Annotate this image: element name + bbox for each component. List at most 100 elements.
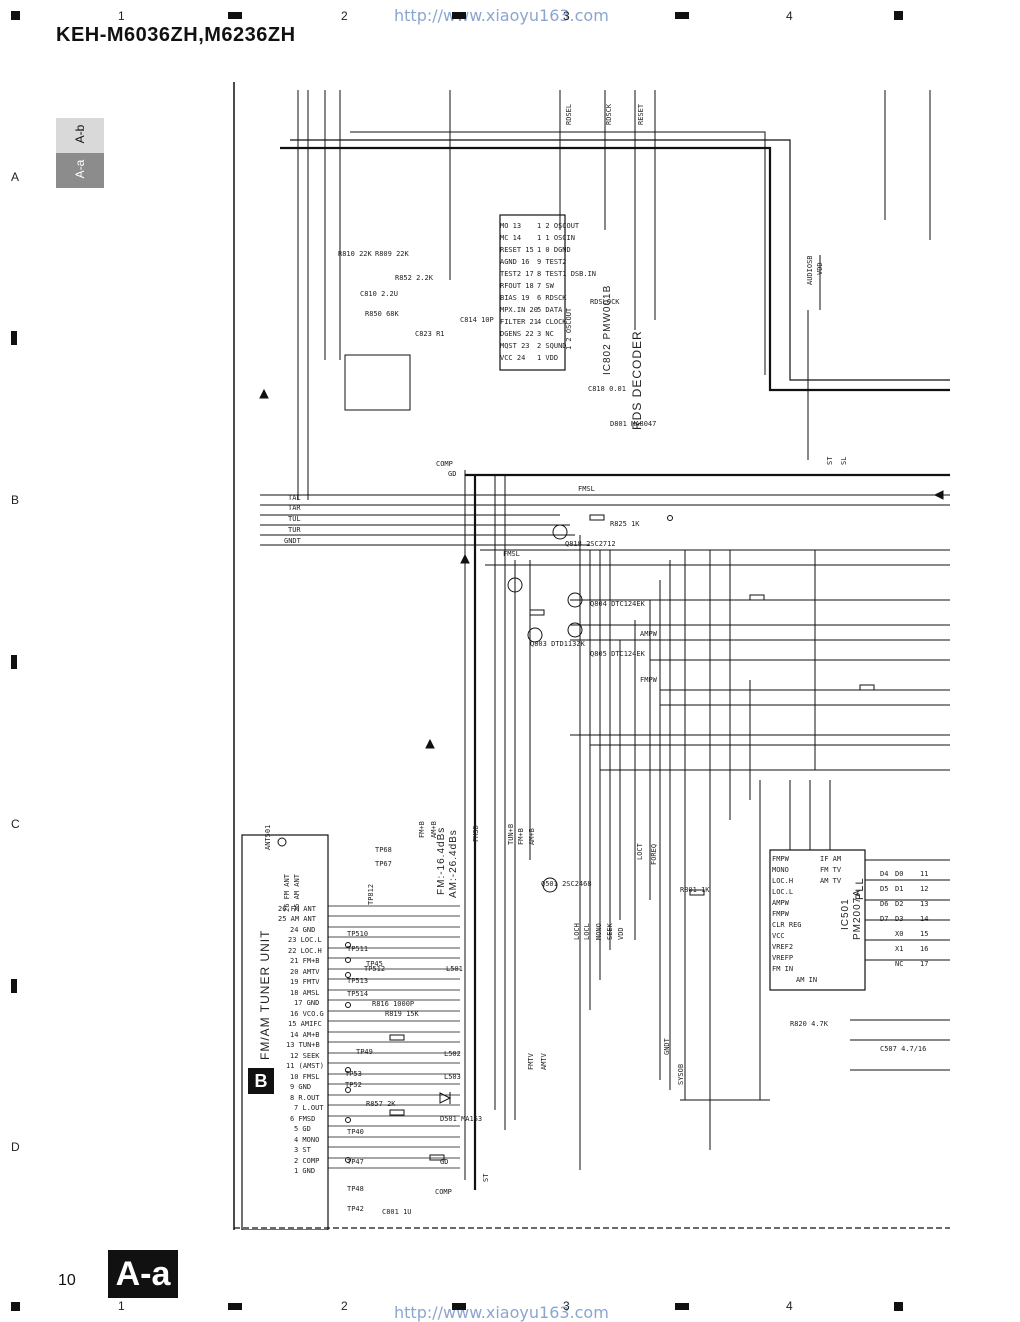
part-label: R825 1K <box>610 520 640 528</box>
net-label: GD <box>440 1158 449 1166</box>
part-label: Q818 2SC2712 <box>565 540 616 548</box>
side-pin: D7 <box>880 915 889 923</box>
rds-pin: 7 SW <box>537 282 554 290</box>
column-number: 4 <box>786 9 793 23</box>
corner-mark <box>894 11 903 20</box>
column-divider <box>452 12 466 19</box>
column-number: 1 <box>118 1299 125 1313</box>
column-number: 1 <box>118 9 125 23</box>
column-divider <box>452 1303 466 1310</box>
row-divider <box>11 979 17 993</box>
tab-a-a[interactable]: A-a <box>56 153 104 188</box>
rds-pin: 6 RDSCK <box>537 294 567 302</box>
column-number: 2 <box>341 1299 348 1313</box>
net-label: ST <box>826 456 834 465</box>
tuner-pin: 8 R.OUT <box>290 1094 320 1102</box>
column-divider <box>228 1303 242 1310</box>
tuner-pin: 7 L.OUT <box>294 1104 324 1112</box>
net-label: FOREQ <box>650 843 658 865</box>
tuner-pin: 16 VCO.G <box>290 1010 324 1018</box>
net-label: RDSCK <box>605 103 613 125</box>
section-tag: A-a <box>108 1250 178 1298</box>
test-point: TP513 <box>347 977 369 985</box>
net-label: AM+B <box>430 821 438 838</box>
rds-pin: MPX.IN 20 <box>500 306 538 314</box>
net-label: MONO <box>595 923 603 940</box>
net-label: GNDT <box>663 1038 671 1055</box>
column-number: 3 <box>563 1299 570 1313</box>
net-label: AMTV <box>540 1053 548 1070</box>
row-label: C <box>11 817 20 831</box>
corner-mark <box>11 11 20 20</box>
tuner-pin: 1 GND <box>294 1167 316 1175</box>
test-point: TP52 <box>345 1081 362 1089</box>
tuner-pin: 3 ST <box>294 1146 311 1154</box>
row-label: B <box>11 493 20 507</box>
tuner-pin: 11 (AMST) <box>286 1062 324 1070</box>
tuner-pin: 24 GND <box>290 926 316 934</box>
test-point: TP42 <box>347 1205 364 1213</box>
pll-pin: VREFP <box>772 954 794 962</box>
rds-pin: VCC 24 <box>500 354 526 362</box>
rds-pin: 3 NC <box>537 330 554 338</box>
net-label: AM+B <box>528 828 536 845</box>
net-label: COMP <box>436 460 453 468</box>
net-label: FMPW <box>640 676 657 684</box>
pll-pin: LOC.H <box>772 877 794 885</box>
pll-pin: IF AM <box>820 855 842 863</box>
net-label: RDSLOCK <box>590 298 620 306</box>
tuner-pin: 12 SEEK <box>290 1052 320 1060</box>
corner-mark <box>894 1302 903 1311</box>
rds-pin: AGND 16 <box>500 258 530 266</box>
test-point: TP48 <box>347 1185 364 1193</box>
test-point: TP514 <box>347 990 369 998</box>
tuner-pin: 6 FMSD <box>290 1115 316 1123</box>
part-label: R810 22K <box>338 250 372 258</box>
tuner-pin: 22 LOC.H <box>288 947 322 955</box>
tuner-pin: 23 LOC.L <box>288 936 322 944</box>
side-pin: X0 <box>895 930 904 938</box>
part-label: C810 2.2U <box>360 290 398 298</box>
rds-pin: 2 SQUND <box>537 342 567 350</box>
part-label: R816 1000P <box>372 1000 415 1008</box>
test-point: TP510 <box>347 930 369 938</box>
test-point: TP812 <box>367 883 375 905</box>
tuner-pin: 9 GND <box>290 1083 312 1091</box>
test-point: TP512 <box>364 965 386 973</box>
rds-pin: MC 14 <box>500 234 522 242</box>
column-divider <box>675 1303 689 1310</box>
net-label: COMP <box>435 1188 452 1196</box>
pll-pin: FMPW <box>772 910 789 918</box>
row-label: A <box>11 170 20 184</box>
part-label: D501 MA153 <box>440 1115 483 1123</box>
pll-pin: AMPW <box>772 899 789 907</box>
net-label: TUN+B <box>507 823 515 845</box>
part-label: L503 <box>444 1073 461 1081</box>
pll-label: PLL <box>854 877 866 900</box>
side-pin: NC <box>895 960 904 968</box>
test-point: TP511 <box>347 945 369 953</box>
pll-pin: AM IN <box>796 976 818 984</box>
net-label: TUR <box>288 526 301 534</box>
tab-a-b[interactable]: A-b <box>56 118 104 153</box>
net-label: ST <box>482 1173 490 1182</box>
side-pin: D0 <box>895 870 904 878</box>
net-label: FMSL <box>503 550 520 558</box>
pll-pin: VREF2 <box>772 943 794 951</box>
tuner-pin: 2 COMP <box>294 1157 320 1165</box>
watermark-url-top: http://www.xiaoyu163.com <box>394 6 609 25</box>
am-level: AM:-26.4dBs <box>448 829 459 898</box>
tuner-pin: 25 AM ANT <box>278 915 316 923</box>
net-label: FM+B <box>418 821 426 838</box>
net-label: VDD <box>617 927 625 940</box>
pll-pin: FMPW <box>772 855 789 863</box>
net-label: AUDIOSB <box>806 255 814 285</box>
part-label: Q803 DTD113ZK <box>530 640 585 648</box>
net-label: VDD <box>816 262 824 275</box>
row-divider <box>11 331 17 345</box>
rds-pin: RFOUT 18 <box>500 282 534 290</box>
part-label: R857 2K <box>366 1100 396 1108</box>
pll-pin: FM IN <box>772 965 794 973</box>
tuner-pin: 14 AM+B <box>290 1031 320 1039</box>
rds-pin: DGENS 22 <box>500 330 534 338</box>
